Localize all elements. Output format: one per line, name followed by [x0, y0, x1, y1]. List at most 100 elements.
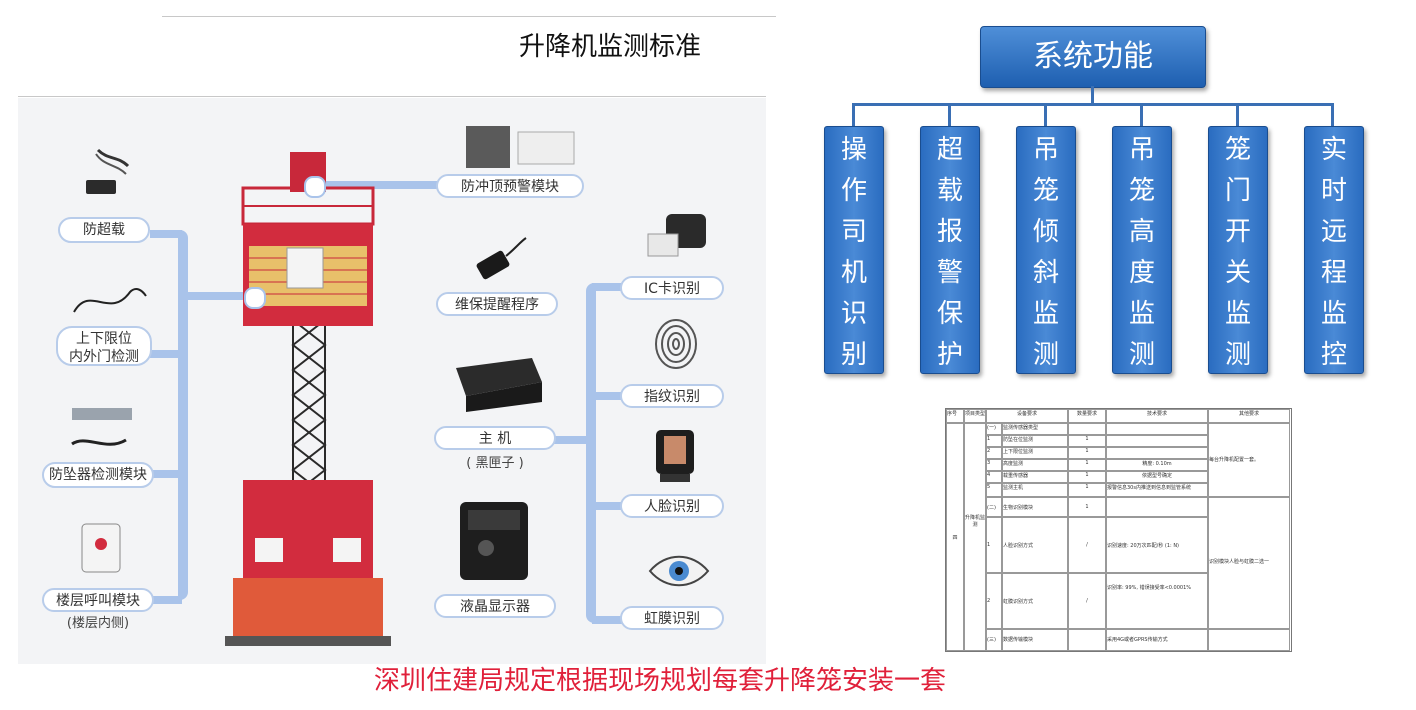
row-device: 防坠在位监测	[1002, 435, 1068, 447]
connector	[592, 616, 622, 624]
row-device: 虹膜识别方式	[1002, 573, 1068, 629]
lcd-display-image	[460, 502, 528, 580]
connector	[552, 436, 592, 444]
fall-arrester-sensor-image	[71, 408, 132, 446]
floor-call-module-note: (楼层内侧)	[66, 616, 130, 631]
page-title: 升降机监测标准	[518, 32, 701, 62]
row-qty: 1	[1068, 459, 1106, 471]
row-device: 人脸识别方式	[1002, 517, 1068, 573]
row-tech: 依据型号确定	[1106, 471, 1208, 483]
row-number: 2	[986, 573, 1002, 629]
iris-eye-icon	[648, 555, 710, 587]
table-header: 设备要求	[986, 409, 1068, 423]
row-number: (二)	[986, 497, 1002, 517]
hoist-elevator-illustration	[225, 152, 391, 646]
connector	[852, 103, 1334, 106]
connector	[1236, 103, 1239, 127]
row-number: (三)	[986, 629, 1002, 651]
connector	[1140, 103, 1143, 127]
table-header: 数量要求	[1068, 409, 1106, 423]
row-qty: 1	[1068, 435, 1106, 447]
connector	[592, 392, 622, 400]
connector	[150, 470, 182, 478]
bottom-caption: 深圳住建局规定根据现场规划每套升降笼安装一套	[373, 666, 946, 696]
connector	[586, 283, 596, 623]
function-height-monitoring: 吊笼高度监测	[1112, 126, 1172, 374]
other-requirement: 每台升降机配置一套。	[1208, 423, 1290, 497]
connector	[186, 292, 248, 300]
connector	[150, 230, 182, 238]
row-other	[1208, 629, 1290, 651]
table-header: 其他要求	[1208, 409, 1290, 423]
row-number: (一)	[986, 423, 1002, 435]
lcd-display-label: 液晶显示器	[434, 594, 556, 618]
connector	[178, 230, 188, 600]
row-number: 1	[986, 517, 1002, 573]
usb-dongle-image	[476, 237, 527, 280]
row-qty: 1	[1068, 447, 1106, 459]
face-recognition-label: 人脸识别	[620, 494, 724, 518]
row-tech: 采用4G或者GPRS传输方式	[1106, 629, 1208, 651]
connector	[1091, 86, 1094, 104]
system-function-header: 系统功能	[980, 26, 1206, 88]
title-divider	[18, 96, 766, 97]
function-label: 吊笼倾斜监测	[1032, 135, 1059, 370]
connector	[592, 283, 622, 291]
top-divider	[162, 16, 776, 17]
row-tech	[1106, 447, 1208, 459]
connector	[1331, 103, 1334, 127]
row-number: 5	[986, 483, 1002, 497]
row-device: 高度监测	[1002, 459, 1068, 471]
function-label: 吊笼高度监测	[1128, 135, 1155, 370]
fingerprint-label: 指纹识别	[620, 384, 724, 408]
connector-node	[244, 287, 266, 309]
row-qty: /	[1068, 573, 1106, 629]
function-label: 笼门开关监测	[1224, 135, 1251, 370]
maintenance-reminder-label: 维保提醒程序	[436, 292, 558, 316]
row-qty	[1068, 423, 1106, 435]
ic-card-reader-image	[647, 214, 706, 257]
table-header: 项目类型	[964, 409, 986, 423]
face-recognition-device-image	[656, 430, 694, 482]
function-tilt-monitoring: 吊笼倾斜监测	[1016, 126, 1076, 374]
limit-door-detection-label: 上下限位 内外门检测	[56, 326, 152, 366]
anti-collision-warning-label: 防冲顶预警模块	[436, 174, 584, 198]
connector	[852, 103, 855, 127]
diagram-panel	[18, 98, 766, 664]
row-tech: 识别速度: 20万次匹配/秒 (1: N)	[1106, 517, 1208, 573]
row-number: 2	[986, 447, 1002, 459]
row-device: 监测主机	[1002, 483, 1068, 497]
fingerprint-icon	[655, 319, 697, 369]
row-tech	[1106, 435, 1208, 447]
row-tech: 报警信息30s内推送到信息到监管系统	[1106, 483, 1208, 497]
row-qty: 1	[1068, 497, 1106, 517]
function-label: 操作司机识别	[840, 135, 867, 370]
floor-call-module-image	[81, 523, 121, 573]
connector	[150, 350, 182, 358]
row-number: 3	[986, 459, 1002, 471]
row-qty: /	[1068, 517, 1106, 573]
function-operator-identification: 操作司机识别	[824, 126, 884, 374]
row-device: 生物识别模块	[1002, 497, 1068, 517]
host-note: ( 黑匣子 )	[466, 456, 524, 471]
row-device: 载重传感器	[1002, 471, 1068, 483]
floor-call-module-label: 楼层呼叫模块	[42, 588, 154, 612]
function-overload-alarm: 超载报警保护	[920, 126, 980, 374]
row-tech: 识别率: 99%, 错误接受率<0.0001%	[1106, 573, 1208, 629]
table-header: 技术要求	[1106, 409, 1208, 423]
row-tech	[1106, 497, 1208, 517]
overload-sensor-image	[86, 148, 130, 194]
connector-node	[304, 176, 326, 198]
connector	[592, 502, 622, 510]
function-remote-monitoring: 实时远程监控	[1304, 126, 1364, 374]
group-label: 升降机监测	[964, 423, 986, 651]
row-qty: 1	[1068, 471, 1106, 483]
section-number: 四	[946, 423, 964, 651]
fall-arrester-module-label: 防坠器检测模块	[42, 462, 154, 488]
row-number: 4	[986, 471, 1002, 483]
function-label: 超载报警保护	[936, 135, 963, 370]
anti-collision-module-image	[466, 126, 575, 168]
row-qty: 1	[1068, 483, 1106, 497]
iris-recognition-label: 虹膜识别	[620, 606, 724, 630]
connector	[316, 181, 438, 189]
